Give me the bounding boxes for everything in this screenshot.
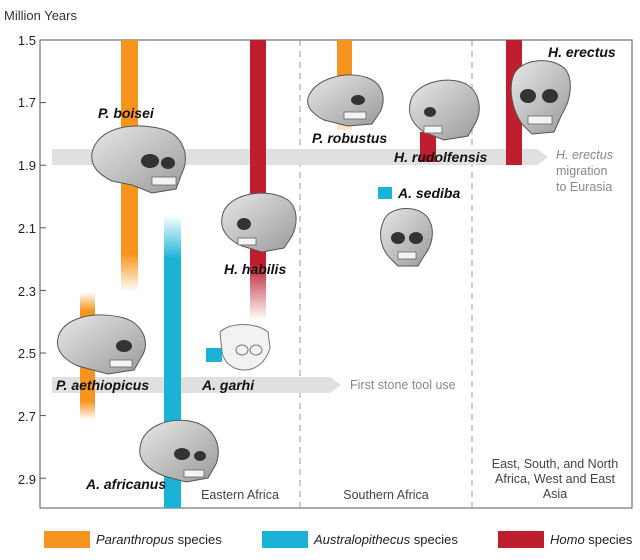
y-tick-label: 2.5 [17, 346, 36, 361]
label-h-habilis: H. habilis [224, 261, 287, 277]
skull-h-rudolfensis [409, 79, 480, 141]
y-tick-label: 1.9 [17, 158, 36, 173]
label-p-aethiopicus: P. aethiopicus [56, 377, 150, 393]
label-h-rudolfensis: H. rudolfensis [394, 149, 488, 165]
legend-item-paranthropus: Paranthropus species [96, 532, 222, 547]
label-p-boisei: P. boisei [98, 105, 154, 121]
y-axis-ticks [40, 39, 46, 479]
migration-note-line1: H. erectus [556, 148, 613, 162]
skull-a-africanus [139, 419, 219, 483]
region-label-south: Southern Africa [343, 488, 429, 502]
legend-suffix: species [410, 532, 458, 547]
y-tick-label: 2.7 [17, 409, 36, 424]
legend-swatch-australopithecus [262, 531, 308, 548]
skull-a-sediba [380, 208, 433, 267]
bar-a-sediba [378, 187, 392, 199]
bar-h-rudolfensis [420, 132, 436, 162]
legend-genus: Homo [550, 532, 585, 547]
legend-suffix: species [174, 532, 222, 547]
y-axis-title: Million Years [4, 8, 77, 23]
legend-genus: Paranthropus [96, 532, 175, 547]
y-tick-label: 1.7 [17, 95, 36, 110]
legend-swatch-paranthropus [44, 531, 90, 548]
skull-a-garhi [219, 324, 271, 371]
label-a-sediba: A. sediba [398, 185, 461, 201]
label-p-robustus: P. robustus [312, 130, 388, 146]
label-h-erectus: H. erectus [548, 44, 616, 60]
legend-item-homo: Homo species [550, 532, 632, 547]
region-label-east: Eastern Africa [201, 488, 279, 502]
legend-swatch-homo [498, 531, 544, 548]
bar-h-habilis [250, 40, 266, 320]
skull-p-boisei [91, 125, 186, 194]
bar-a-garhi [206, 348, 222, 362]
legend-item-australopithecus: Australopithecus species [314, 532, 458, 547]
stone-tool-arrow [52, 377, 341, 393]
plot-frame [39, 39, 633, 509]
label-a-garhi: A. garhi [202, 377, 255, 393]
y-tick-label: 1.5 [17, 33, 36, 48]
y-tick-label: 2.9 [17, 472, 36, 487]
skull-h-habilis [221, 192, 297, 253]
migration-note-line2: migration [556, 164, 608, 178]
region-label-asia: East, South, and North Africa, West and … [491, 457, 619, 501]
label-a-africanus: A. africanus [86, 476, 167, 492]
y-tick-label: 2.3 [17, 284, 36, 299]
skull-p-aethiopicus [56, 314, 146, 375]
migration-note-line3: to Eurasia [556, 180, 613, 194]
legend-genus: Australopithecus [314, 532, 411, 547]
skull-h-erectus [510, 60, 571, 135]
skull-p-robustus [307, 74, 384, 127]
y-tick-label: 2.1 [17, 221, 36, 236]
legend-suffix: species [584, 532, 633, 547]
stone-tool-note: First stone tool use [350, 378, 456, 392]
